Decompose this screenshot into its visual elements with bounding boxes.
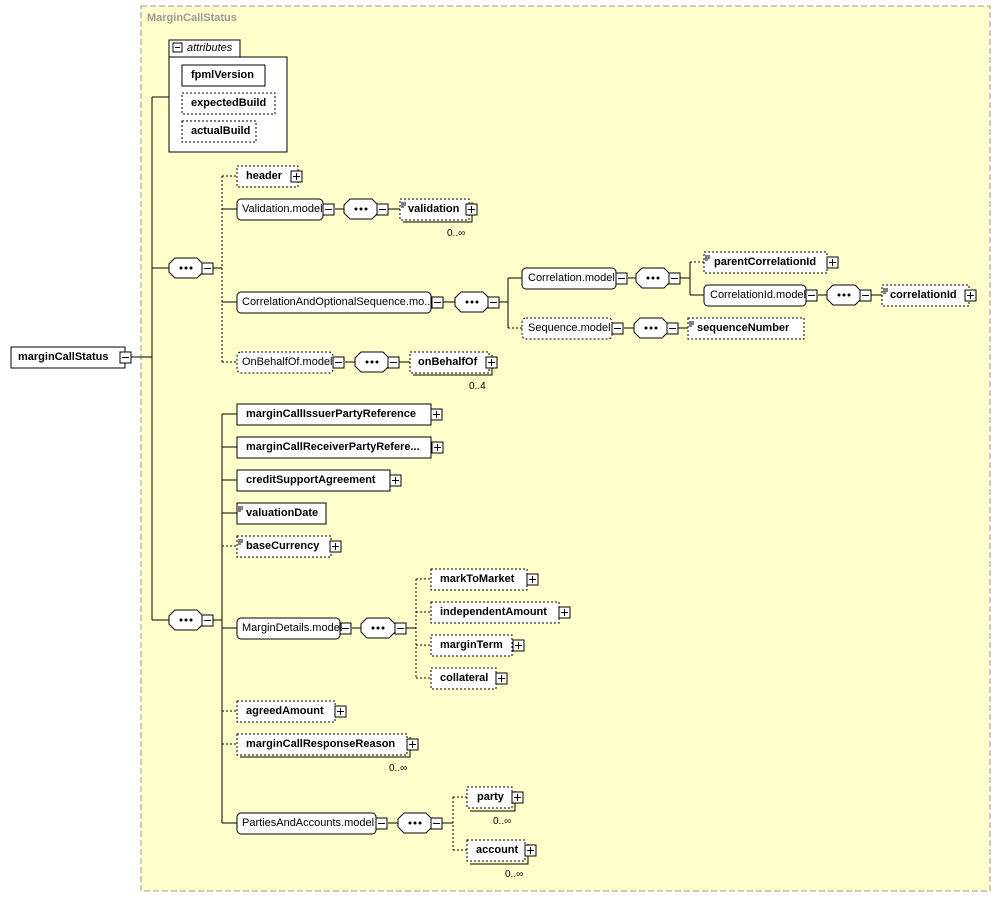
on-behalf-of-label: onBehalfOf — [418, 356, 478, 368]
attr-actualbuild-box[interactable] — [181, 120, 257, 143]
party-box[interactable] — [466, 786, 513, 809]
header-element-box[interactable] — [236, 165, 299, 188]
simple-type-marks — [238, 202, 888, 545]
validation-label: validation — [408, 203, 460, 215]
correlation-seq-label: CorrelationAndOptionalSequence.mo... — [242, 296, 434, 308]
sequence-model-box[interactable] — [521, 317, 613, 340]
sequence-dots — [179, 207, 851, 825]
collateral-box[interactable] — [430, 667, 497, 690]
attr-fpmlversion-label: fpmlVersion — [191, 69, 254, 81]
mark-to-market-label: markToMarket — [440, 573, 515, 585]
correlation-seq-model-box[interactable] — [236, 291, 432, 314]
party-occurrence: 0..∞ — [493, 816, 512, 827]
expand-buttons[interactable] — [290, 170, 977, 857]
sequence-model-label: Sequence.model — [528, 322, 611, 334]
parent-correlation-id-label: parentCorrelationId — [714, 256, 817, 268]
issuer-ref-label: marginCallIssuerPartyReference — [246, 408, 416, 420]
mark-to-market-box[interactable] — [430, 568, 528, 591]
attr-expectedbuild-label: expectedBuild — [191, 97, 267, 109]
sequence-number-box[interactable] — [687, 317, 805, 340]
attributes-group — [168, 39, 288, 153]
correlation-id-label: correlationId — [890, 289, 957, 301]
attr-expectedbuild-box[interactable] — [181, 92, 276, 115]
party-label: party — [477, 791, 504, 803]
attributes-header: attributes — [187, 42, 233, 54]
independent-amount-box[interactable] — [430, 601, 560, 624]
attr-fpmlversion-box[interactable] — [181, 64, 266, 87]
csa-label: creditSupportAgreement — [246, 474, 376, 486]
collapse-buttons[interactable] — [119, 203, 872, 830]
correlation-id-model-label: CorrelationId.model — [710, 289, 806, 301]
sequence-number-label: sequenceNumber — [697, 322, 790, 334]
header-label: header — [246, 170, 283, 182]
root-element-label: marginCallStatus — [18, 351, 109, 363]
response-reason-label: marginCallResponseReason — [246, 738, 396, 750]
attr-actualbuild-label: actualBuild — [191, 125, 251, 137]
validation-occurrence: 0..∞ — [447, 228, 466, 239]
account-label: account — [476, 844, 519, 856]
validation-element-box[interactable] — [399, 198, 470, 221]
collateral-label: collateral — [440, 672, 489, 684]
account-occurrence: 0..∞ — [505, 869, 524, 880]
element-boxes — [236, 165, 970, 862]
receiver-ref-label: marginCallReceiverPartyRefere... — [246, 441, 420, 453]
agreed-amount-label: agreedAmount — [246, 705, 324, 717]
validation-model-label: Validation.model — [242, 203, 323, 215]
correlation-model-label: Correlation.model — [528, 272, 615, 284]
connector-lines — [131, 96, 882, 851]
response-reason-occurrence: 0..∞ — [389, 763, 408, 774]
independent-amount-label: independentAmount — [440, 606, 547, 618]
valuation-date-label: valuationDate — [246, 507, 319, 519]
parties-model-label: PartiesAndAccounts.model — [242, 817, 375, 829]
type-title: MarginCallStatus — [147, 12, 237, 24]
valuation-date-box[interactable] — [236, 502, 327, 525]
margin-term-label: marginTerm — [440, 639, 503, 651]
margin-details-model-label: MarginDetails.model — [242, 622, 343, 634]
base-currency-label: baseCurrency — [246, 540, 320, 552]
on-behalf-of-occurrence: 0..4 — [469, 381, 486, 392]
margin-term-box[interactable] — [430, 634, 513, 657]
on-behalf-of-model-label: OnBehalfOf.model — [242, 356, 333, 368]
receiver-ref-box[interactable] — [236, 436, 432, 459]
